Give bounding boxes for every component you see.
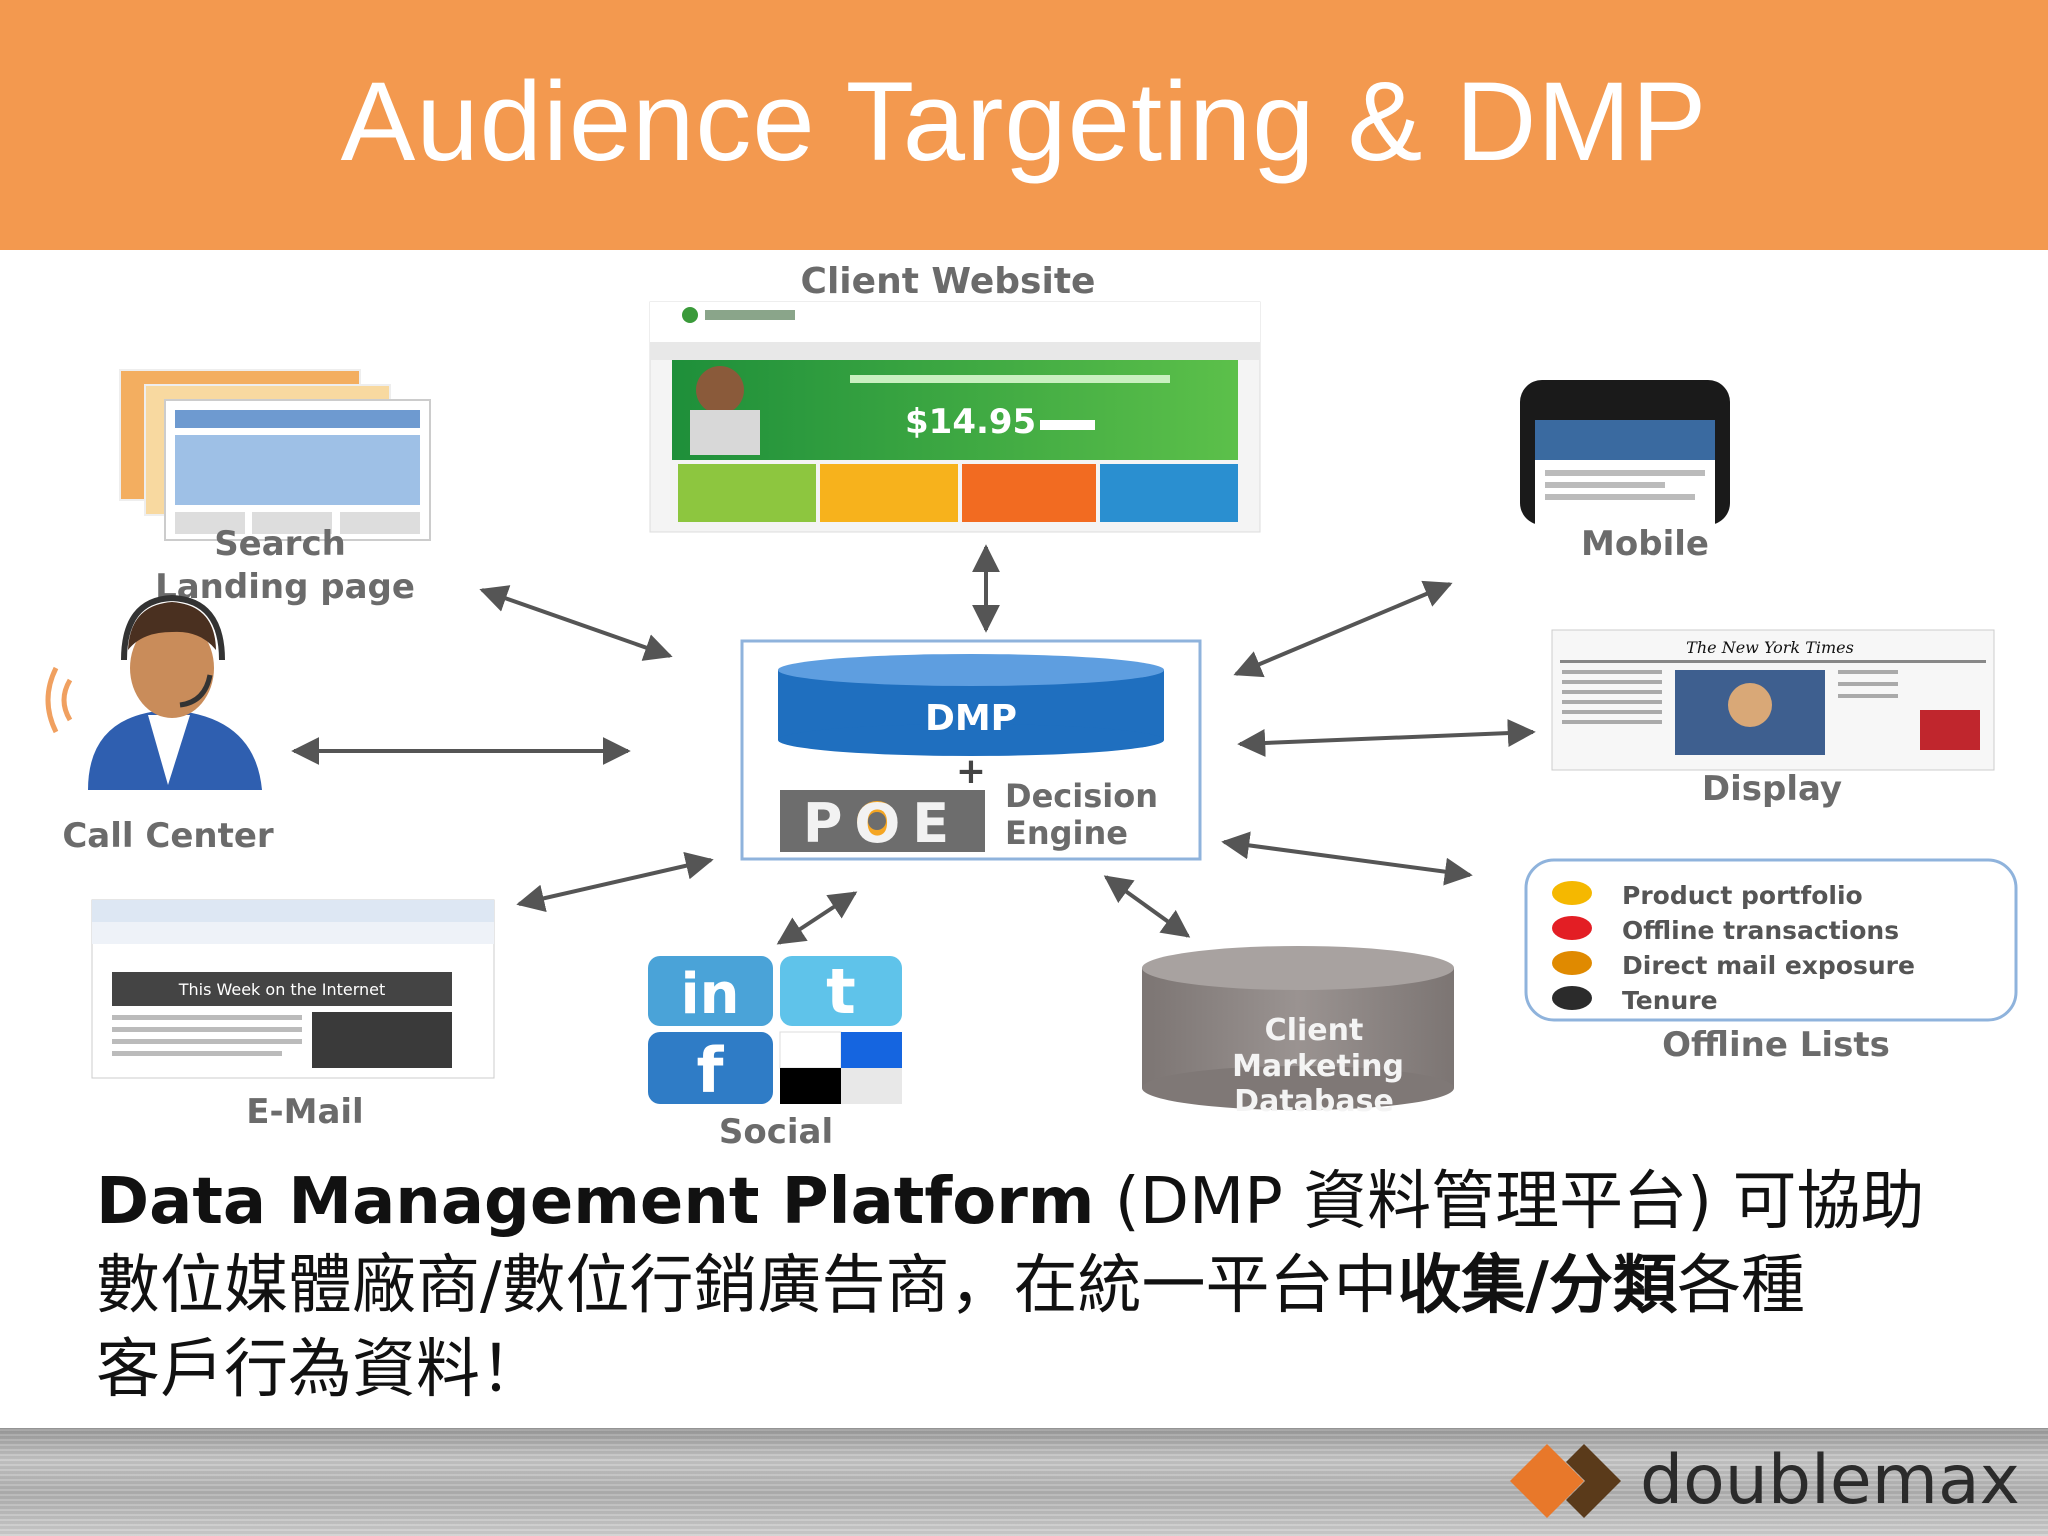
doublemax-logo-icon: [1510, 1444, 1621, 1518]
search-landing-node: Search Landing page: [119, 369, 431, 607]
direct-mail-label: Direct mail exposure: [1622, 951, 1915, 980]
product-portfolio-bullet: [1552, 881, 1592, 905]
product-portfolio-label: Product portfolio: [1622, 881, 1863, 910]
title-bar: Audience Targeting & DMP: [0, 0, 2048, 250]
connector-arrows: [291, 544, 1536, 945]
offline-lists-box: [1524, 858, 2018, 1022]
social-label: Social: [719, 1112, 833, 1150]
client-db-line2: Marketing: [1232, 1049, 1404, 1084]
arrow-search-dmp: [479, 585, 673, 661]
tenure-label: Tenure: [1622, 986, 1718, 1015]
footer-texture: [0, 1428, 2048, 1536]
twitter-icon: t: [780, 955, 902, 1028]
linkedin-icon: in: [648, 956, 773, 1027]
landing-page-icon: [119, 369, 431, 541]
arrow-offline-dmp: [1221, 831, 1473, 886]
website-price: $14.95: [905, 402, 1036, 442]
email-newsletter-title: This Week on the Internet: [178, 980, 386, 999]
caption-line3: 客戶行為資料！: [96, 1333, 544, 1407]
offline-transactions-label: Offline transactions: [1622, 916, 1899, 945]
poe-logo: POE: [780, 790, 985, 855]
footer-bar: [0, 1428, 2048, 1536]
newspaper-masthead: The New York Times: [1686, 638, 1854, 657]
arrow-email-dmp: [516, 851, 714, 913]
client-website-node: Client Website $14.95: [649, 261, 1261, 533]
facebook-icon: f: [648, 1032, 773, 1107]
arrow-display-dmp: [1237, 719, 1536, 757]
dmp-decision-engine-node: DMP + POE Decision Engine: [740, 639, 1202, 861]
product-portfolio-item: Product portfolio: [1552, 881, 1863, 910]
email-node: This Week on the Internet E-Mail: [91, 899, 495, 1132]
twitter-glyph: t: [826, 955, 856, 1028]
call-center-agent-icon: [45, 594, 262, 790]
delicious-icon: [779, 1031, 902, 1104]
facebook-glyph: f: [697, 1034, 725, 1107]
decision-label: Decision: [1005, 777, 1158, 815]
database-cylinder: [1142, 946, 1454, 1110]
display-node: The New York Times Display: [1551, 629, 1995, 809]
tenure-item: Tenure: [1552, 986, 1718, 1015]
direct-mail-item: Direct mail exposure: [1552, 951, 1915, 980]
dmp-label: DMP: [925, 698, 1017, 739]
poe-text: POE: [803, 792, 961, 855]
plus-sign: +: [956, 751, 986, 792]
newspaper-icon: The New York Times: [1551, 629, 1995, 771]
landing-page-label: Landing page: [155, 567, 415, 607]
client-website-label: Client Website: [801, 261, 1096, 302]
linkedin-glyph: in: [680, 962, 739, 1027]
website-screenshot: $14.95: [649, 301, 1261, 533]
caption-line2-a: 數位媒體廠商/數位行銷廣告商，在統一平台中: [96, 1249, 1398, 1323]
dmp-cylinder: [778, 654, 1164, 756]
search-label: Search: [214, 524, 346, 564]
offline-lists-node: Product portfolio Offline transactions D…: [1524, 858, 2018, 1065]
call-center-label: Call Center: [62, 816, 274, 856]
caption-line2-b: 各種: [1676, 1249, 1805, 1323]
offline-transactions-item: Offline transactions: [1552, 916, 1899, 945]
client-db-line1: Client: [1265, 1013, 1364, 1048]
display-label: Display: [1702, 769, 1842, 809]
slide-title: Audience Targeting & DMP: [340, 59, 1708, 184]
arrow-database-dmp: [1103, 875, 1191, 938]
email-label: E-Mail: [246, 1092, 363, 1132]
social-node: in t f Social: [648, 955, 902, 1150]
client-db-line3: Database: [1234, 1084, 1394, 1119]
direct-mail-bullet: [1552, 951, 1592, 975]
call-center-node: Call Center: [45, 594, 274, 856]
arrow-mobile-dmp: [1233, 580, 1453, 678]
caption-line2-bold: 收集/分類: [1397, 1249, 1677, 1323]
engine-label: Engine: [1005, 814, 1128, 852]
mobile-node: Mobile: [1520, 380, 1730, 564]
caption-line1-rest: (DMP 資料管理平台) 可協助: [1094, 1165, 1925, 1239]
caption-bold-lead: Data Management Platform: [96, 1165, 1095, 1239]
caption-text: Data Management Platform (DMP 資料管理平台) 可協…: [96, 1160, 1976, 1412]
mobile-phone-icon: [1520, 380, 1730, 525]
offline-transactions-bullet: [1552, 916, 1592, 940]
mobile-label: Mobile: [1581, 524, 1709, 564]
client-database-node: Client Marketing Database: [1142, 946, 1454, 1119]
offline-lists-label: Offline Lists: [1662, 1025, 1890, 1065]
doublemax-brand: doublemax: [1640, 1441, 2020, 1520]
arrow-social-dmp: [776, 891, 858, 945]
dmp-diagram: Client Website $14.95: [45, 261, 2018, 1150]
email-screenshot: This Week on the Internet: [91, 899, 495, 1079]
tenure-bullet: [1552, 986, 1592, 1010]
